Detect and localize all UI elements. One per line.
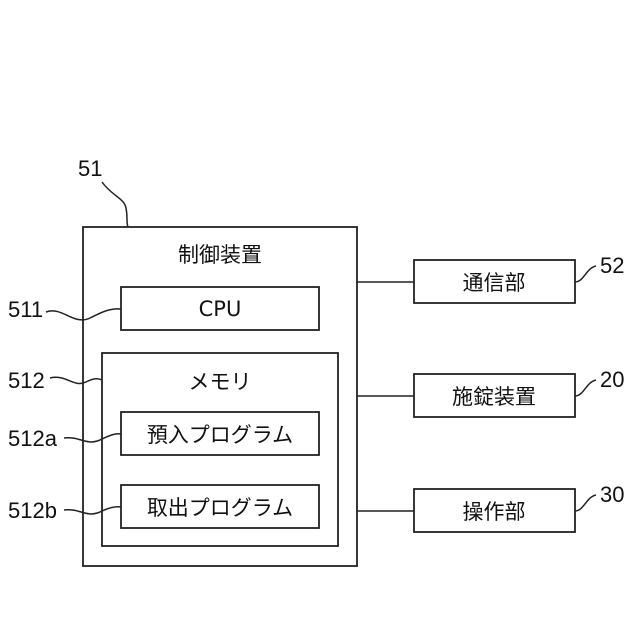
operation-unit-label: 操作部 [463, 500, 526, 524]
lock-device-label: 施錠装置 [452, 385, 536, 409]
ref-communication-unit: 52 [600, 253, 624, 278]
memory-label: メモリ [189, 370, 252, 394]
deposit-program-label: 預入プログラム [147, 423, 293, 447]
communication-unit-label: 通信部 [463, 271, 526, 295]
deposit-program-block: 預入プログラム [121, 412, 319, 455]
leader-communication-unit [575, 266, 596, 282]
ref-cpu: 511 [8, 297, 43, 322]
ref-operation-unit: 30 [600, 482, 624, 507]
lock-device-block: 施錠装置 [414, 374, 575, 417]
leader-operation-unit [575, 495, 596, 511]
leader-control-device [102, 182, 128, 227]
ref-control-device: 51 [78, 156, 102, 181]
ref-lock-device: 20 [600, 367, 624, 392]
ref-memory: 512 [8, 368, 45, 393]
ref-withdraw-program: 512b [8, 498, 57, 523]
control-device-label: 制御装置 [178, 243, 262, 267]
cpu-label: CPU [199, 297, 242, 321]
communication-unit-block: 通信部 [414, 260, 575, 303]
operation-unit-block: 操作部 [414, 489, 575, 532]
withdraw-program-block: 取出プログラム [121, 485, 319, 528]
ref-deposit-program: 512a [8, 426, 58, 451]
withdraw-program-label: 取出プログラム [147, 496, 293, 520]
cpu-block: CPU [121, 287, 319, 330]
leader-lock-device [575, 380, 596, 396]
